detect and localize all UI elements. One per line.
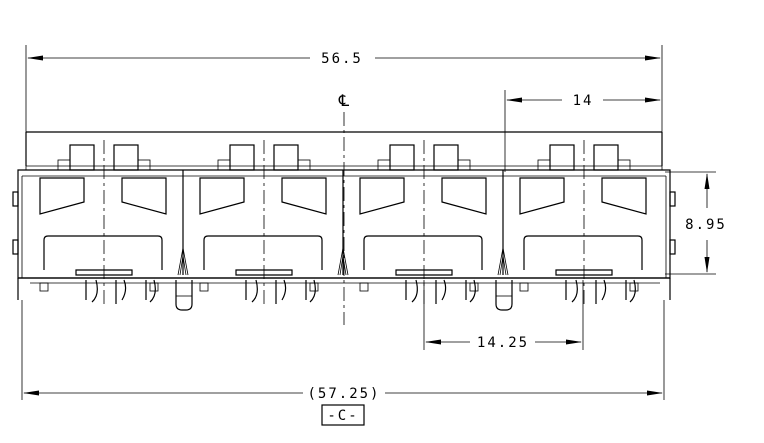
dim-reference-width-text: (57.25)	[307, 386, 380, 402]
dimension-height: 8.95	[665, 171, 727, 275]
dimension-pitch: 14.25	[423, 280, 584, 351]
dimension-port-offset: 14	[504, 90, 661, 172]
dim-height-text: 8.95	[685, 217, 727, 233]
dimension-reference-width: (57.25)	[21, 300, 665, 402]
divider-springs	[177, 247, 509, 276]
dim-overall-width-text: 56.5	[321, 51, 363, 67]
port-3	[359, 140, 487, 305]
port-4	[519, 140, 647, 305]
mounting-posts	[175, 280, 513, 311]
datum-box: -C-	[321, 404, 365, 426]
dim-pitch-text: 14.25	[477, 335, 529, 351]
dim-port-offset-text: 14	[573, 93, 594, 109]
port-1	[39, 140, 167, 305]
datum-text: -C-	[327, 408, 358, 424]
port-2	[199, 140, 327, 305]
centerline-symbol: ℄	[338, 91, 350, 110]
dimension-overall-width: 56.5	[25, 45, 663, 170]
